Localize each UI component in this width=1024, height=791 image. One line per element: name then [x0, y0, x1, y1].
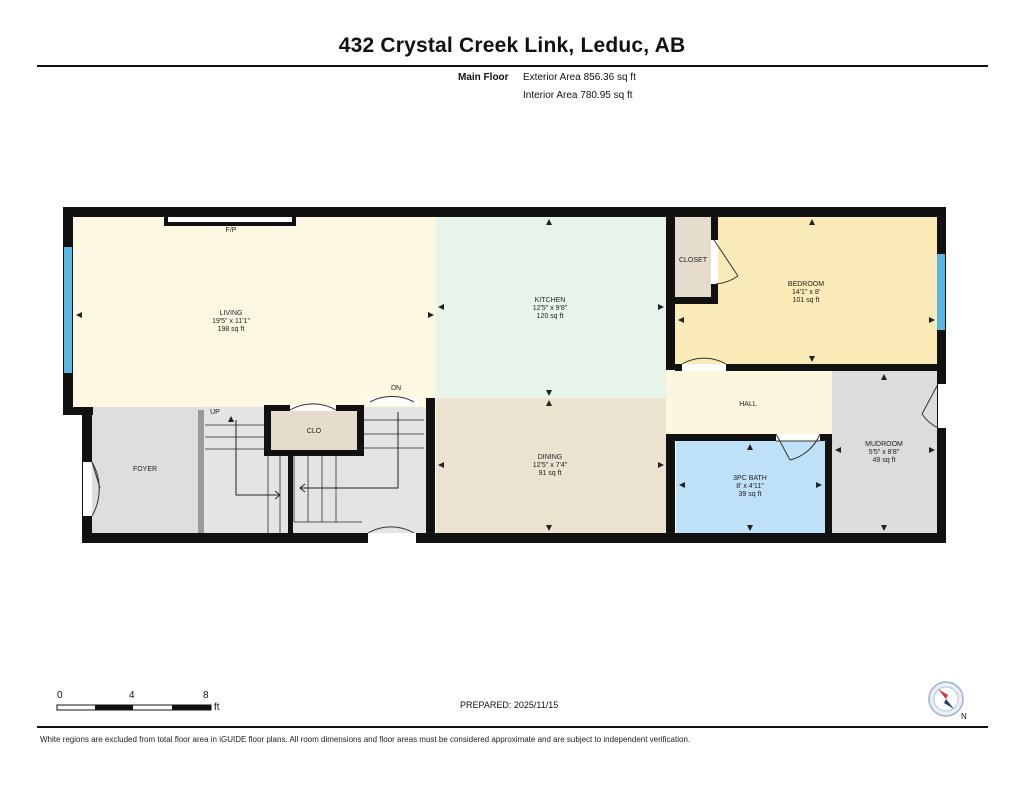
- prepared-date: PREPARED: 2025/11/15: [460, 700, 559, 710]
- bath-area: [676, 440, 825, 533]
- stairs-up-treads: [205, 424, 281, 533]
- stair-arrows: [235, 412, 399, 500]
- exterior-area: Exterior Area 856.36 sq ft: [523, 72, 636, 83]
- living-label: LIVING: [220, 310, 243, 317]
- stairs-up-label: UP: [210, 409, 220, 416]
- handrail: [198, 410, 204, 533]
- scale-tick-0: 0: [57, 690, 63, 701]
- bedroom-dims: 14'1" x 8': [792, 289, 820, 296]
- scale-bar: [56, 704, 212, 711]
- hall-area: [666, 370, 832, 436]
- mudroom-area: [832, 370, 940, 535]
- mudroom-area: 49 sq ft: [873, 457, 896, 464]
- bath-label: 3PC BATH: [733, 475, 767, 482]
- compass-icon: N: [928, 681, 972, 730]
- windows: [64, 247, 945, 373]
- living-dims: 19'5" x 11'1": [212, 318, 250, 325]
- disclaimer: White regions are excluded from total fl…: [40, 735, 691, 744]
- dining-label: DINING: [538, 454, 563, 461]
- clo-label: CLO: [307, 428, 322, 435]
- compass-north-label: N: [961, 712, 967, 721]
- kitchen-area: [436, 215, 666, 398]
- header-divider: [37, 65, 988, 67]
- fireplace-label: F/P: [226, 227, 237, 234]
- bath-area: 39 sq ft: [739, 491, 762, 498]
- closet-label: CLOSET: [679, 257, 708, 264]
- living-room-area: [70, 215, 436, 407]
- interior-area: Interior Area 780.95 sq ft: [523, 90, 633, 101]
- dimension-markers: [76, 219, 935, 531]
- mudroom-dims: 5'5" x 8'8": [869, 449, 900, 456]
- bedroom-area: 101 sq ft: [793, 297, 820, 304]
- foyer-area: [88, 407, 200, 537]
- kitchen-dims: 12'5" x 9'8": [533, 305, 568, 312]
- footer-divider: [37, 726, 988, 728]
- dining-dims: 12'5" x 7'4": [533, 462, 568, 469]
- dining-area: [436, 398, 666, 536]
- stairs-down-label: DN: [391, 385, 401, 392]
- bedroom-area: [675, 215, 941, 367]
- kitchen-label: KITCHEN: [535, 297, 566, 304]
- bedroom-label: BEDROOM: [788, 281, 824, 288]
- kitchen-area: 120 sq ft: [537, 313, 564, 320]
- foyer-label: FOYER: [133, 466, 157, 473]
- floor-name: Main Floor: [458, 72, 509, 83]
- clo-area: [270, 410, 358, 450]
- mudroom-label: MUDROOM: [865, 441, 903, 448]
- doors: [83, 239, 946, 543]
- dining-area: 91 sq ft: [539, 470, 562, 477]
- scale-unit: ft: [214, 702, 220, 713]
- bath-dims: 8' x 4'11": [736, 483, 764, 490]
- page-title: 432 Crystal Creek Link, Leduc, AB: [338, 34, 686, 57]
- closet-area: [675, 215, 715, 299]
- living-area: 198 sq ft: [218, 326, 245, 333]
- hall-label: HALL: [739, 401, 757, 408]
- scale-tick-8: 8: [203, 690, 209, 701]
- scale-tick-4: 4: [129, 690, 135, 701]
